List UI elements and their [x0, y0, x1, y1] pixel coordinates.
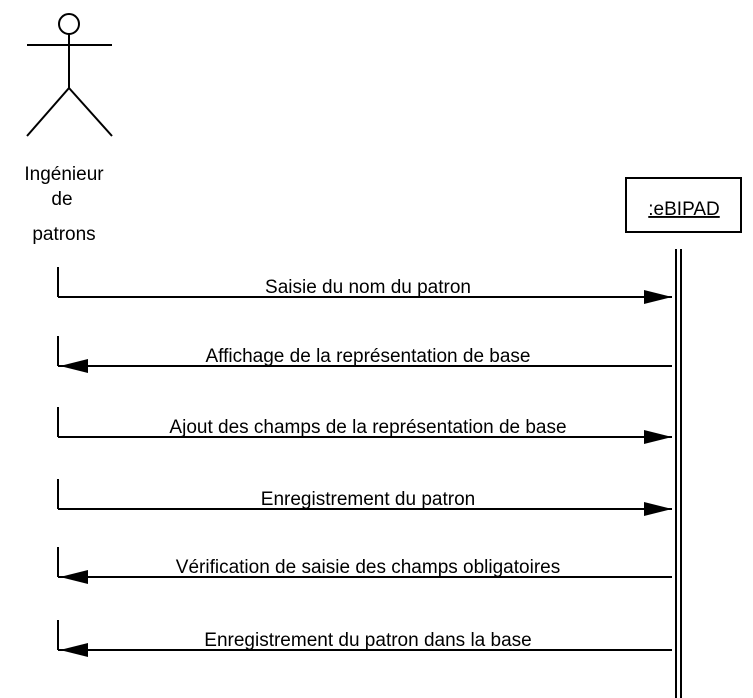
arrowhead-right — [644, 430, 672, 444]
message-1: Saisie du nom du patron — [57, 267, 672, 304]
message-label: Affichage de la représentation de base — [206, 346, 531, 367]
message-2: Affichage de la représentation de base — [57, 336, 672, 373]
actor-name-line-1: Ingénieur — [24, 164, 104, 185]
message-5: Vérification de saisie des champs obliga… — [57, 547, 672, 584]
object-name: :eBIPAD — [648, 199, 719, 220]
arrowhead-right — [644, 502, 672, 516]
message-label: Saisie du nom du patron — [265, 277, 471, 298]
actor-name-line-2: de — [51, 189, 72, 210]
message-label: Vérification de saisie des champs obliga… — [176, 557, 560, 578]
actor-right-leg — [68, 87, 113, 137]
message-3: Ajout des champs de la représentation de… — [57, 407, 672, 444]
actor-head — [58, 13, 80, 35]
object-lifeline — [675, 249, 682, 698]
message-label: Enregistrement du patron — [261, 489, 475, 510]
actor-left-leg — [26, 87, 70, 137]
object-box: :eBIPAD — [625, 177, 742, 233]
message-6: Enregistrement du patron dans la base — [57, 620, 672, 657]
message-4: Enregistrement du patron — [57, 479, 672, 516]
arrowhead-left — [60, 570, 88, 584]
actor-stick-figure — [26, 13, 113, 137]
actor-name-line-3: patrons — [32, 224, 95, 245]
arrowhead-right — [644, 290, 672, 304]
message-label: Enregistrement du patron dans la base — [204, 630, 531, 651]
message-label: Ajout des champs de la représentation de… — [169, 417, 566, 438]
arrowhead-left — [60, 359, 88, 373]
arrowhead-left — [60, 643, 88, 657]
